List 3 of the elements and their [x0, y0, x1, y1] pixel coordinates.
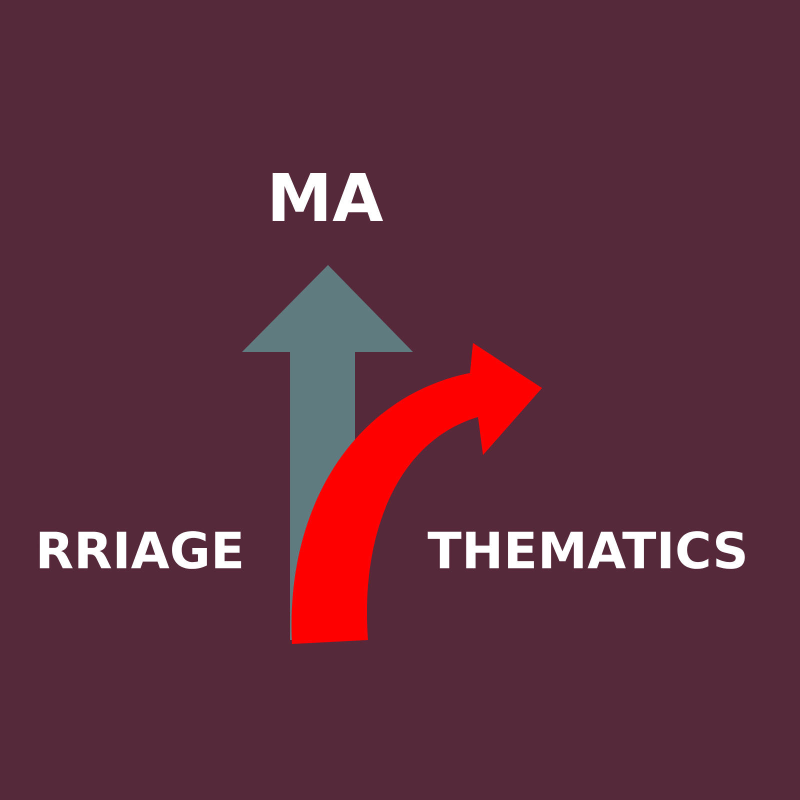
word-label: RRIAGE [40, 531, 242, 569]
word-label: MA [272, 172, 384, 222]
word-label: THEMATICS [428, 531, 745, 569]
